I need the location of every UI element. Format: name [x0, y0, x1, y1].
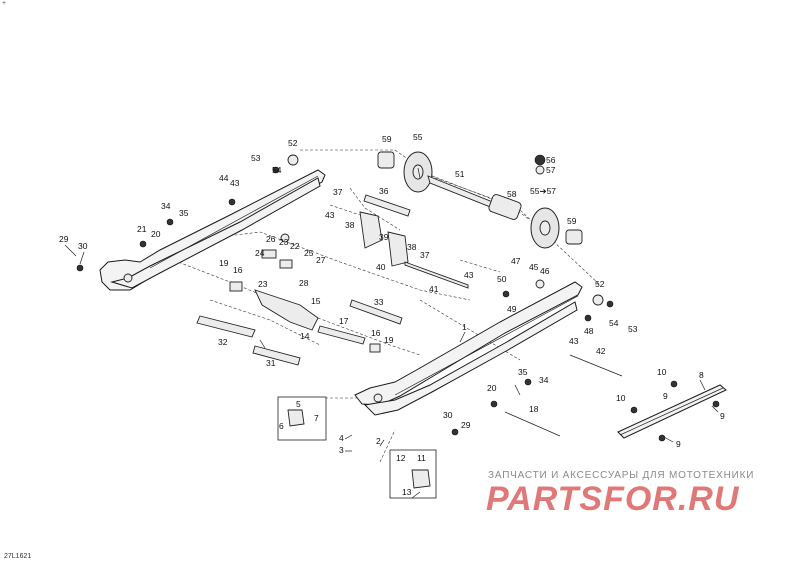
callout-47: 47 [511, 256, 521, 266]
callout-13: 13 [402, 487, 412, 497]
callout-29a: 29 [59, 234, 69, 244]
callout-16b: 16 [371, 328, 381, 338]
callout-20b: 20 [487, 383, 497, 393]
callout-34b: 34 [539, 375, 549, 385]
callout-19a: 19 [219, 258, 229, 268]
callout-38a: 38 [345, 220, 355, 230]
callout-17: 17 [339, 316, 349, 326]
watermark-logo: PARTSFOR.RU [486, 480, 740, 518]
callout-32: 32 [218, 337, 228, 347]
callout-37a: 37 [333, 187, 343, 197]
callout-8: 8 [699, 370, 704, 380]
callout-1: 1 [462, 322, 467, 332]
callout-4: 4 [339, 433, 344, 443]
callout-50: 50 [497, 274, 507, 284]
callout-19b: 19 [384, 335, 394, 345]
callout-10a: 10 [657, 367, 667, 377]
callout-58: 58 [507, 189, 517, 199]
callout-7: 7 [314, 413, 319, 423]
callout-43a: 43 [230, 178, 240, 188]
callout-23b: 23 [258, 279, 268, 289]
linkage-arm [229, 233, 319, 331]
callout-38b: 38 [407, 242, 417, 252]
callout-23a: 23 [279, 237, 289, 247]
callout-5: 5 [296, 399, 301, 409]
callout-6: 6 [279, 421, 284, 431]
callout-43b: 43 [325, 210, 335, 220]
callout-51: 51 [455, 169, 465, 179]
callout-12: 12 [396, 453, 406, 463]
callout-9c: 9 [663, 391, 668, 401]
right-slide-rail [354, 281, 583, 416]
shafts [196, 299, 623, 437]
center-brackets [359, 194, 469, 289]
callout-54b: 54 [609, 318, 619, 328]
callout-15: 15 [311, 296, 321, 306]
callout-54a: 54 [272, 165, 282, 175]
callout-53b: 53 [628, 324, 638, 334]
callout-56: 56 [546, 155, 556, 165]
corner-mark: + [2, 0, 7, 7]
callout-24: 24 [255, 248, 265, 258]
callout-35a: 35 [179, 208, 189, 218]
callout-31: 31 [266, 358, 276, 368]
callout-20a: 20 [151, 229, 161, 239]
callout-10b: 10 [616, 393, 626, 403]
callout-48: 48 [584, 326, 594, 336]
callout-44: 44 [219, 173, 229, 183]
callout-59b: 59 [567, 216, 577, 226]
callout-52a: 52 [288, 138, 298, 148]
callout-33: 33 [374, 297, 384, 307]
callout-45: 45 [529, 262, 539, 272]
callout-52b: 52 [595, 279, 605, 289]
callout-16a: 16 [233, 265, 243, 275]
callout-39: 39 [379, 232, 389, 242]
callout-43c: 43 [464, 270, 474, 280]
callout-41: 41 [429, 284, 439, 294]
callout-21: 21 [137, 224, 147, 234]
callout-43d: 43 [569, 336, 579, 346]
callout-3: 3 [339, 445, 344, 455]
callout-labels: 1 2 3 4 5 6 7 8 9 9 9 10 10 11 12 13 14 … [59, 132, 725, 497]
callout-55: 55 [413, 132, 423, 142]
callout-26: 26 [266, 234, 276, 244]
callout-53a: 53 [251, 153, 261, 163]
callout-36: 36 [379, 186, 389, 196]
callout-9b: 9 [676, 439, 681, 449]
callout-2: 2 [376, 436, 381, 446]
callout-25: 25 [304, 248, 314, 258]
callout-30b: 30 [443, 410, 453, 420]
callout-49: 49 [507, 304, 517, 314]
callout-59a: 59 [382, 134, 392, 144]
callout-18: 18 [529, 404, 539, 414]
leader-lines [64, 167, 719, 499]
watermark-tagline: ЗАПЧАСТИ И АКСЕССУАРЫ ДЛЯ МОТОТЕХНИКИ [488, 470, 755, 481]
callout-57: 57 [546, 165, 556, 175]
callout-42: 42 [596, 346, 606, 356]
wear-strip [617, 384, 727, 439]
fasteners [76, 154, 720, 442]
callout-46: 46 [540, 266, 550, 276]
callout-11: 11 [417, 453, 426, 463]
callout-55-57: 55➔57 [530, 186, 556, 196]
callout-37b: 37 [420, 250, 430, 260]
callout-35b: 35 [518, 367, 528, 377]
callout-29b: 29 [461, 420, 471, 430]
callout-14: 14 [300, 331, 310, 341]
left-slide-rail [99, 169, 326, 291]
callout-40: 40 [376, 262, 386, 272]
detail-boxes [277, 396, 437, 499]
callout-27: 27 [316, 255, 326, 265]
idler-wheel-assembly [377, 151, 583, 249]
callout-9a: 9 [720, 411, 725, 421]
callout-30a: 30 [78, 241, 88, 251]
reference-code: 27L1621 [4, 553, 32, 560]
callout-28: 28 [299, 278, 309, 288]
callout-22: 22 [290, 241, 300, 251]
callout-34a: 34 [161, 201, 171, 211]
